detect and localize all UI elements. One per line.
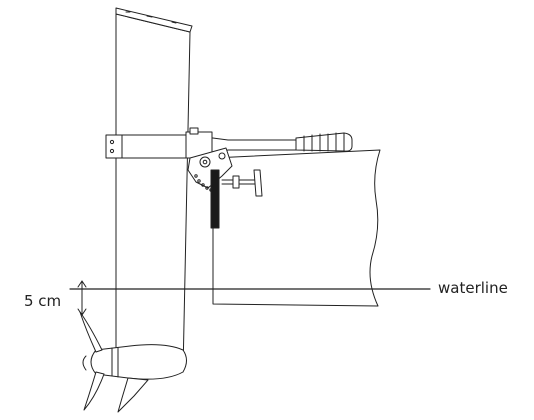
motor-shaft [115,13,191,373]
propeller-pod [90,344,187,380]
skeg [117,377,149,413]
clamp-handle [253,169,263,197]
tiller-handle [295,132,353,152]
head-block [185,131,213,159]
propeller-blade-lower [83,371,105,411]
boat-transom [212,149,381,307]
transom-clamp-strip [210,169,220,229]
waterline-label: waterline [438,279,508,297]
shaft-top-cap [115,7,193,33]
propeller-blade-upper [79,311,103,353]
depth-label: 5 cm [24,292,62,310]
